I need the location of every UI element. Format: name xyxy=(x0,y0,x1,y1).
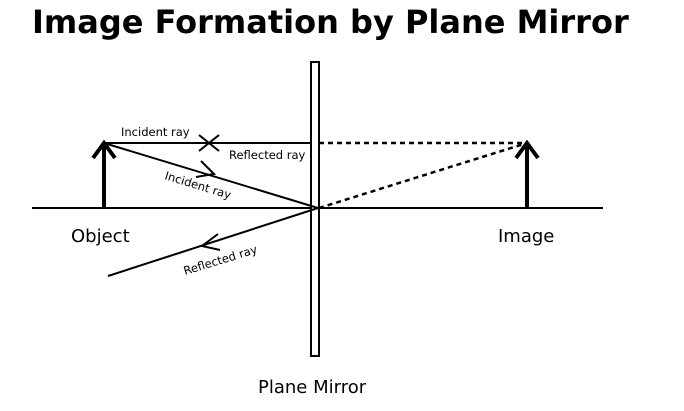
virtual-ray-diagonal xyxy=(318,141,528,210)
reflected-arrowhead-top xyxy=(207,134,220,152)
reflected-ray-label-top: Reflected ray xyxy=(229,148,306,162)
incident-ray-label-diagonal: Incident ray xyxy=(163,168,233,202)
image-label: Image xyxy=(498,226,554,247)
diagram-title: Image Formation by Plane Mirror xyxy=(32,3,629,41)
incident-ray-label-top: Incident ray xyxy=(121,125,190,139)
reflected-ray-diagonal xyxy=(107,207,319,277)
mirror-label: Plane Mirror xyxy=(258,377,367,398)
image-arrow xyxy=(514,139,540,208)
object-arrow xyxy=(91,139,117,208)
reflected-arrowhead-diagonal xyxy=(199,233,221,251)
incident-arrowhead-diagonal xyxy=(195,160,217,178)
object-label: Object xyxy=(71,226,130,247)
